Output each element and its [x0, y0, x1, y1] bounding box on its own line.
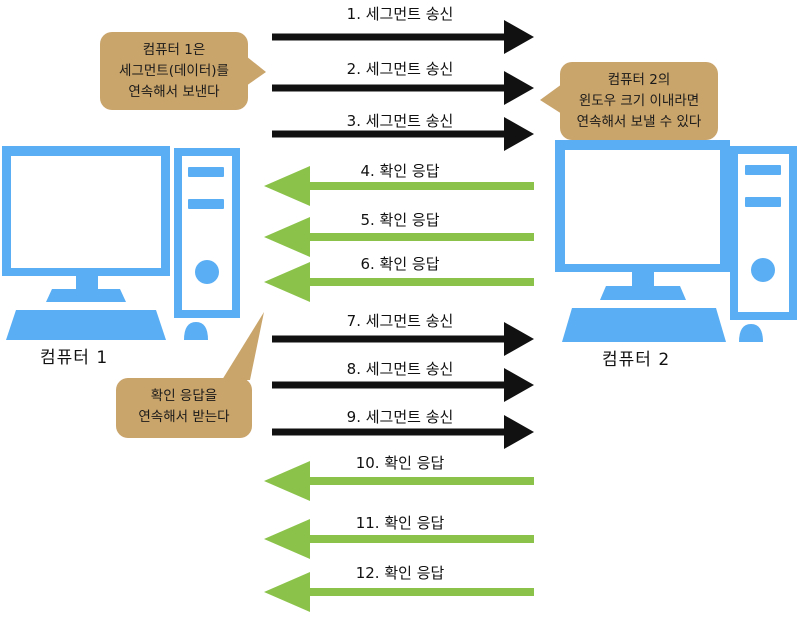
- power-button: [751, 258, 775, 282]
- keyboard: [562, 308, 726, 342]
- monitor-frame: [555, 140, 730, 272]
- monitor-stand: [600, 286, 686, 300]
- window-bubble-tail: [540, 84, 562, 114]
- ack-arrow-shape: [264, 262, 534, 302]
- message-label-6: 6. 확인 응답: [360, 255, 440, 273]
- tower: [174, 148, 240, 318]
- send-arrow: [272, 71, 534, 105]
- message-arrows: [264, 20, 534, 612]
- window-bubble-line-2: 윈도우 크기 이내라면: [578, 93, 700, 109]
- keyboard: [6, 310, 166, 340]
- send-arrow-shape: [272, 322, 534, 356]
- message-label-8: 8. 세그먼트 송신: [346, 360, 454, 378]
- message-label-1: 1. 세그먼트 송신: [346, 5, 454, 23]
- monitor-stand: [46, 289, 126, 302]
- ack-bubble-line-1: 확인 응답을: [150, 388, 218, 404]
- message-label-10: 10. 확인 응답: [355, 454, 445, 472]
- monitor-frame: [2, 146, 170, 276]
- ack-arrow: [264, 262, 534, 302]
- drive-bay-1: [188, 167, 224, 177]
- send-arrow-shape: [272, 71, 534, 105]
- mouse: [739, 324, 763, 342]
- send-arrow-shape: [272, 368, 534, 402]
- ack-arrow: [264, 572, 534, 612]
- computer-1-label: 컴퓨터 1: [40, 348, 109, 368]
- send-arrow: [272, 117, 534, 151]
- drive-bay-2: [745, 197, 781, 207]
- computer-1-icon: [2, 146, 240, 340]
- window-bubble-line-3: 연속해서 보낼 수 있다: [576, 114, 702, 130]
- send-arrow: [272, 20, 534, 54]
- ack-arrow: [264, 166, 534, 206]
- ack-arrow: [264, 217, 534, 257]
- ack-arrow-shape: [264, 461, 534, 501]
- drive-bay-1: [745, 165, 781, 175]
- message-label-11: 11. 확인 응답: [355, 514, 445, 532]
- message-label-5: 5. 확인 응답: [360, 211, 440, 229]
- mouse: [184, 322, 208, 340]
- ack-arrow: [264, 461, 534, 501]
- ack-arrow-shape: [264, 217, 534, 257]
- window-bubble: 컴퓨터 2의 윈도우 크기 이내라면 연속해서 보낼 수 있다: [560, 62, 718, 140]
- ack-arrow-shape: [264, 166, 534, 206]
- ack-arrow: [264, 519, 534, 559]
- send-arrow: [272, 368, 534, 402]
- tower: [730, 146, 797, 320]
- send-arrow-shape: [272, 117, 534, 151]
- send-arrow: [272, 415, 534, 449]
- send-arrow-shape: [272, 20, 534, 54]
- ack-arrow-shape: [264, 572, 534, 612]
- message-label-12: 12. 확인 응답: [355, 564, 445, 582]
- ack-bubble-tail: [222, 312, 264, 380]
- message-label-4: 4. 확인 응답: [360, 162, 440, 180]
- monitor-neck: [76, 276, 98, 289]
- send-arrow: [272, 322, 534, 356]
- sender-bubble-line-3: 연속해서 보낸다: [128, 84, 220, 100]
- message-label-2: 2. 세그먼트 송신: [346, 60, 454, 78]
- window-bubble-line-1: 컴퓨터 2의: [607, 72, 671, 88]
- monitor-neck: [632, 272, 654, 286]
- ack-bubble: 확인 응답을 연속해서 받는다: [116, 378, 252, 438]
- message-label-9: 9. 세그먼트 송신: [346, 408, 454, 426]
- sender-bubble-line-2: 세그먼트(데이터)를: [119, 63, 229, 79]
- message-label-3: 3. 세그먼트 송신: [346, 112, 454, 130]
- power-button: [195, 260, 219, 284]
- sender-bubble: 컴퓨터 1은 세그먼트(데이터)를 연속해서 보낸다: [100, 32, 248, 110]
- message-label-7: 7. 세그먼트 송신: [346, 312, 454, 330]
- ack-bubble-line-2: 연속해서 받는다: [138, 409, 230, 425]
- send-arrow-shape: [272, 415, 534, 449]
- drive-bay-2: [188, 199, 224, 209]
- sender-bubble-tail: [246, 56, 266, 86]
- computer-2-label: 컴퓨터 2: [602, 350, 671, 370]
- ack-arrow-shape: [264, 519, 534, 559]
- computer-2-icon: [555, 140, 797, 342]
- sender-bubble-line-1: 컴퓨터 1은: [142, 42, 206, 58]
